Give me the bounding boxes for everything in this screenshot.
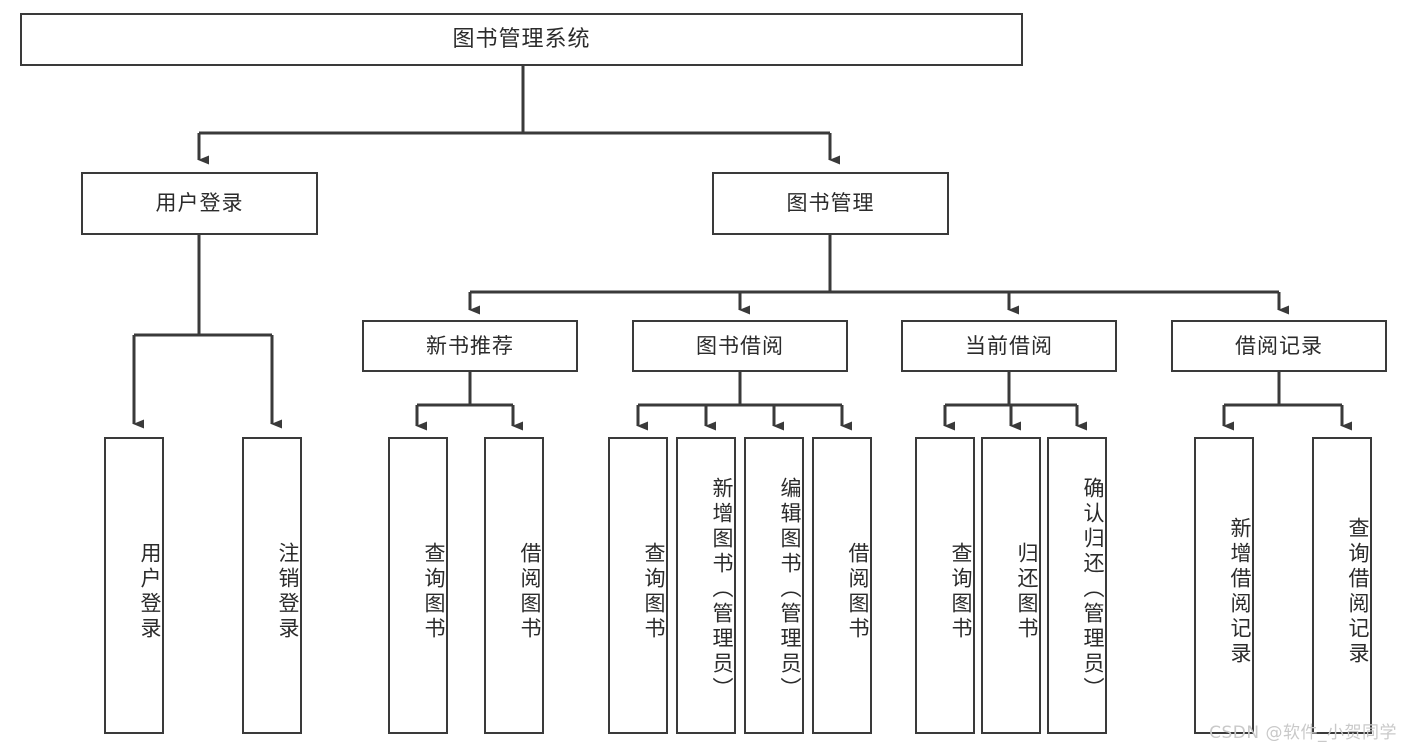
leaf-query-book-borrow[interactable]: 查询图书 [608,437,668,734]
leaf-query-book-current[interactable]: 查询图书 [915,437,975,734]
leaf-user-login[interactable]: 用户登录 [104,437,164,734]
node-user-login[interactable]: 用户登录 [81,172,318,235]
leaf-query-book-recommend[interactable]: 查询图书 [388,437,448,734]
node-book-management[interactable]: 图书管理 [712,172,949,235]
node-book-borrow[interactable]: 图书借阅 [632,320,848,372]
leaf-edit-book-admin[interactable]: 编辑图书（管理员） [744,437,804,734]
node-borrow-record[interactable]: 借阅记录 [1171,320,1387,372]
node-book-management-system[interactable]: 图书管理系统 [20,13,1023,66]
node-new-book-recommend[interactable]: 新书推荐 [362,320,578,372]
leaf-borrow-book-borrow[interactable]: 借阅图书 [812,437,872,734]
leaf-add-borrow-record[interactable]: 新增借阅记录 [1194,437,1254,734]
leaf-logout-login[interactable]: 注销登录 [242,437,302,734]
leaf-query-borrow-record[interactable]: 查询借阅记录 [1312,437,1372,734]
watermark-text: CSDN @软件_小贺同学 [1209,723,1397,743]
leaf-borrow-book-recommend[interactable]: 借阅图书 [484,437,544,734]
node-current-borrow[interactable]: 当前借阅 [901,320,1117,372]
leaf-confirm-return-admin[interactable]: 确认归还（管理员） [1047,437,1107,734]
leaf-return-book[interactable]: 归还图书 [981,437,1041,734]
leaf-add-book-admin[interactable]: 新增图书（管理员） [676,437,736,734]
